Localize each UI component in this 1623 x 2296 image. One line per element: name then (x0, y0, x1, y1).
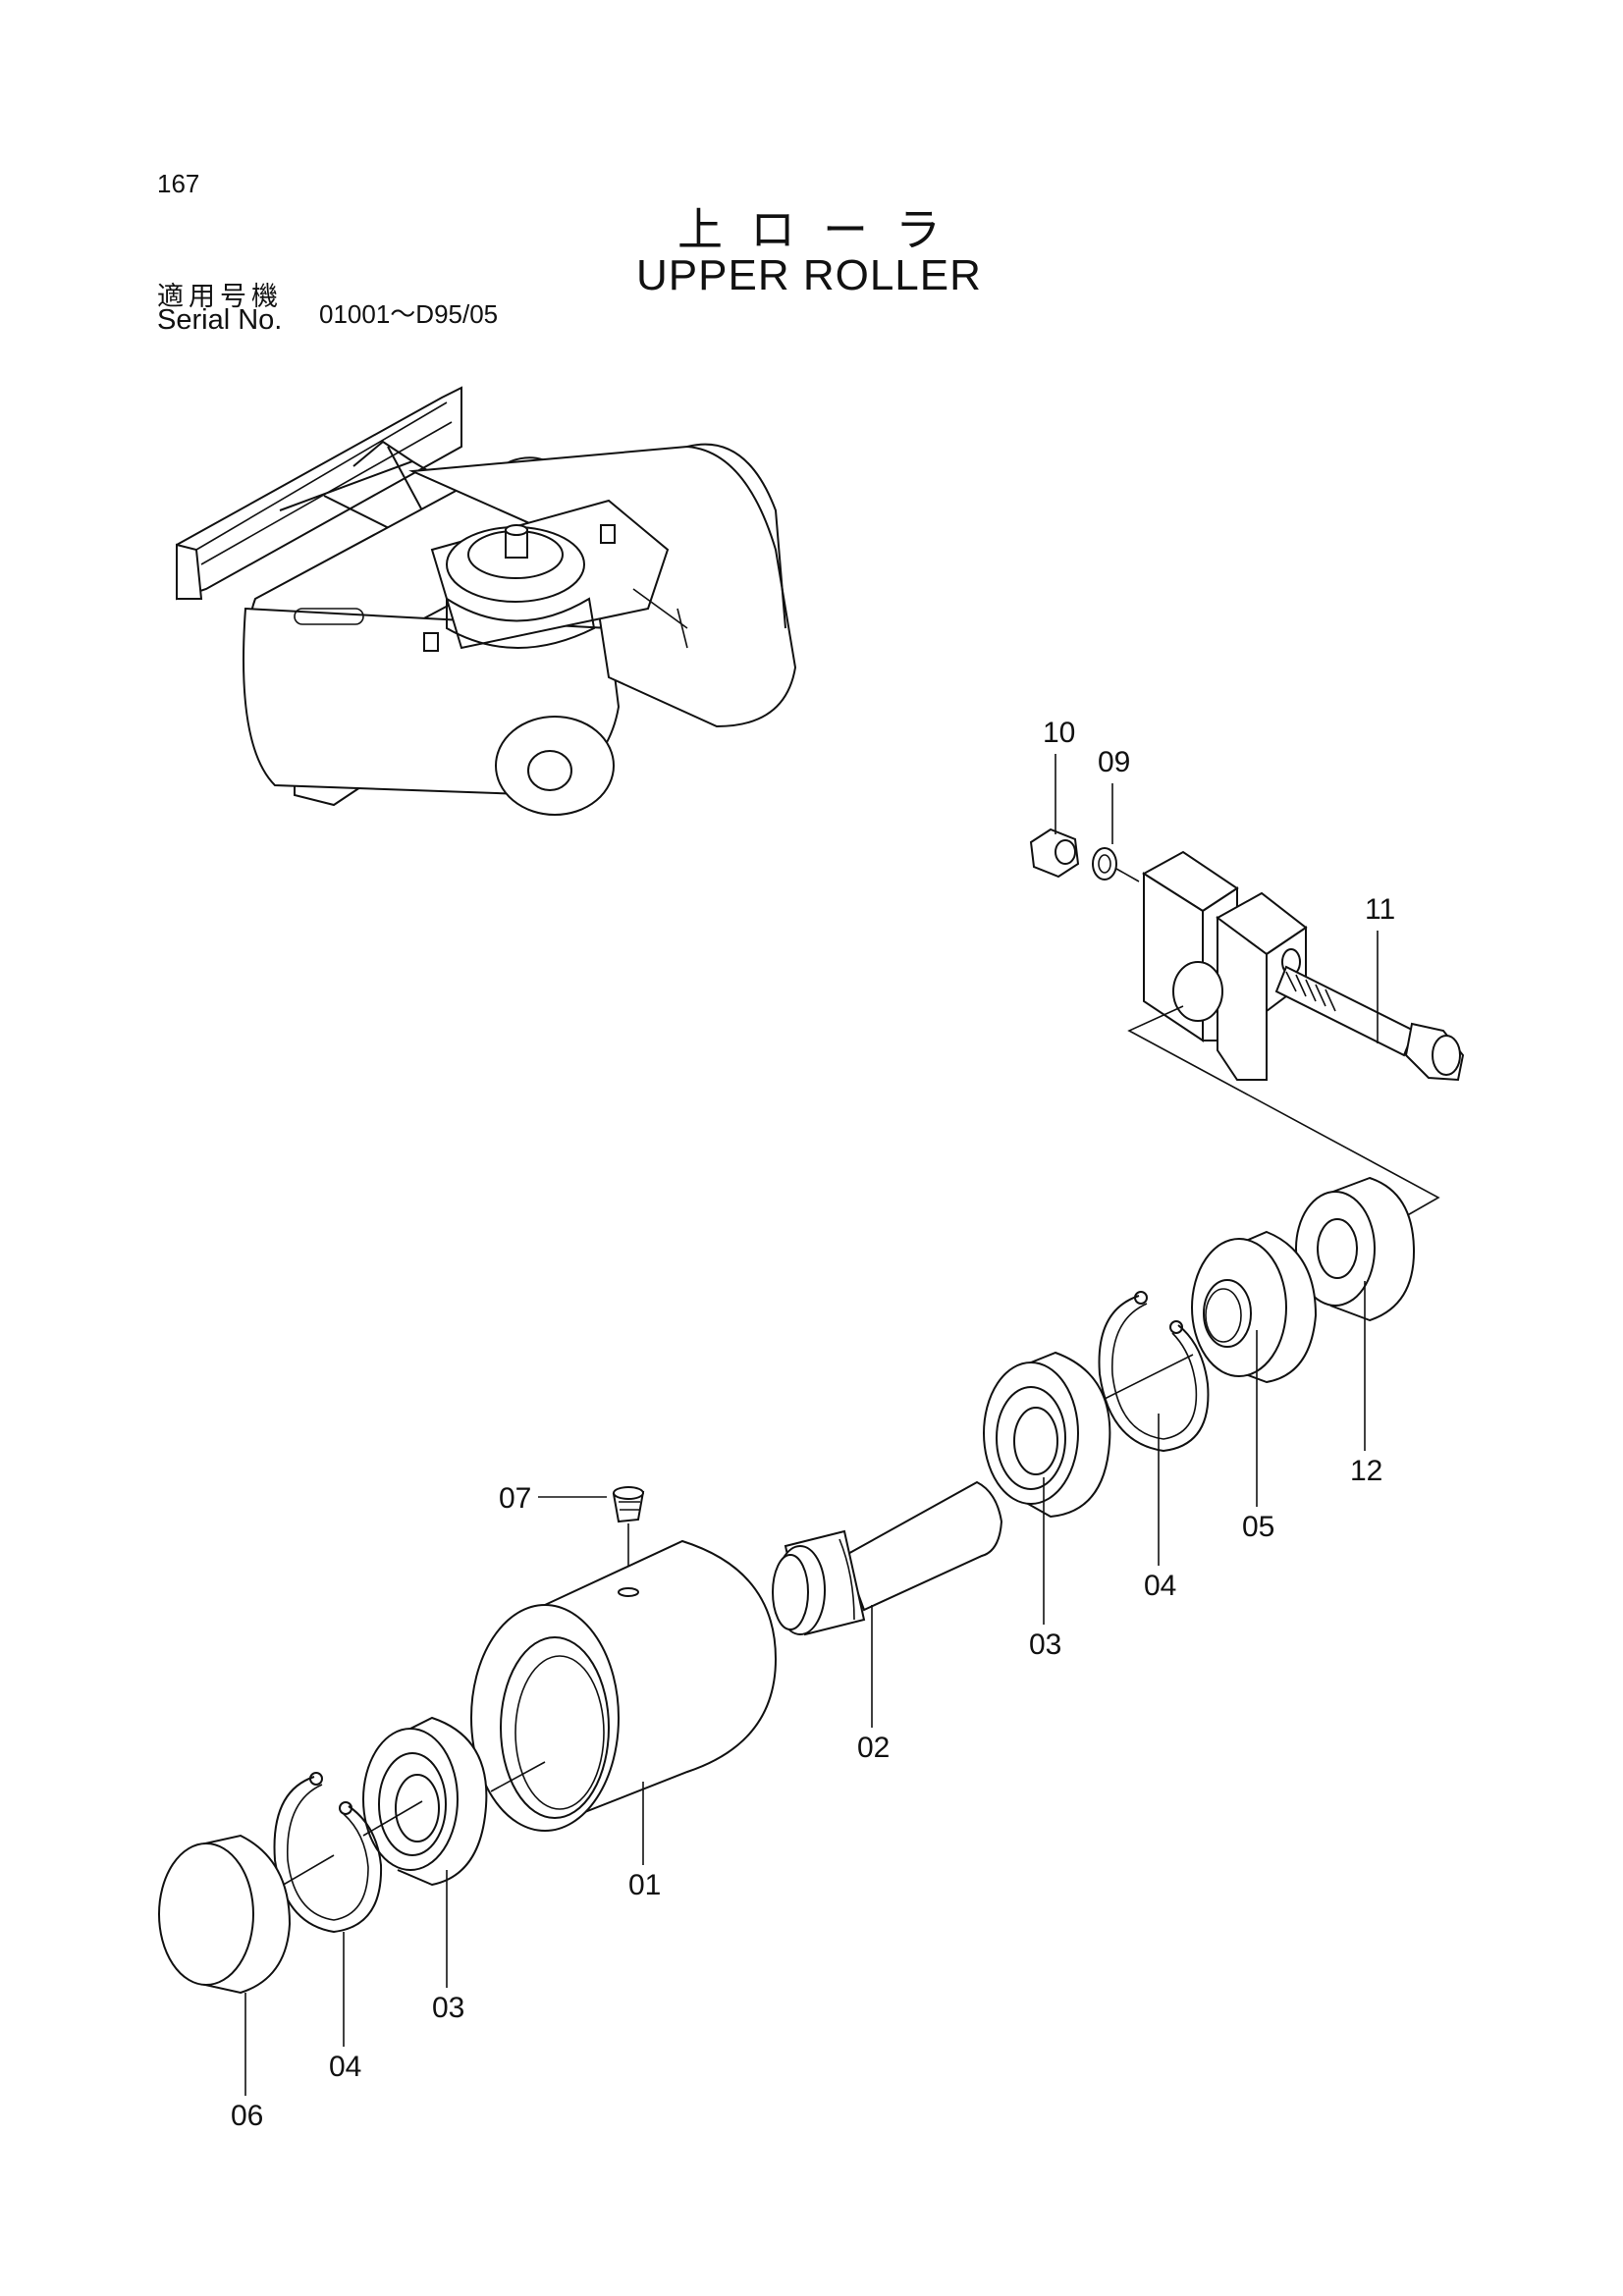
seal-collar (1295, 1176, 1416, 1322)
ball-bearing-left (362, 1716, 488, 1887)
title-english: UPPER ROLLER (636, 251, 982, 299)
serial-label-japanese: 適用号機 (157, 282, 283, 312)
callout-04-left: 04 (329, 2051, 361, 2083)
leader-lines (244, 754, 1379, 2096)
callout-04-right: 04 (1144, 1570, 1176, 1602)
callout-labels: 10 09 11 12 05 04 03 07 02 01 03 04 06 (231, 717, 1395, 2132)
callout-03-right: 03 (1029, 1629, 1061, 1661)
page-number: 167 (157, 169, 200, 198)
upper-roller-assembly (158, 1176, 1416, 1995)
roller-body (470, 1539, 778, 1832)
callout-12: 12 (1350, 1455, 1382, 1487)
undercarriage-illustration (176, 386, 797, 816)
nut (1029, 828, 1080, 879)
callout-06: 06 (231, 2100, 263, 2132)
bracket-block (1142, 850, 1308, 1081)
snap-ring-left (273, 1772, 383, 1934)
callout-05: 05 (1242, 1511, 1274, 1543)
end-cover (158, 1834, 292, 1995)
plug (612, 1486, 645, 1523)
ball-bearing-right (983, 1351, 1111, 1519)
spring-washer (1092, 847, 1117, 881)
serial-label-english: Serial No. (157, 304, 283, 336)
roller-bracket-assembly (1029, 828, 1465, 1218)
title-japanese: 上ローラ (677, 203, 968, 256)
callout-01: 01 (628, 1869, 661, 1901)
floating-seal (1191, 1230, 1318, 1384)
callout-09: 09 (1098, 746, 1130, 778)
callout-02: 02 (857, 1732, 890, 1764)
callout-11: 11 (1365, 893, 1395, 926)
roller-shaft (772, 1480, 1003, 1636)
callout-10: 10 (1043, 717, 1075, 749)
hex-bolt (1274, 965, 1465, 1082)
callout-03-left: 03 (432, 1992, 464, 2024)
serial-range: 01001〜D95/05 (319, 299, 499, 329)
callout-07: 07 (499, 1482, 531, 1515)
